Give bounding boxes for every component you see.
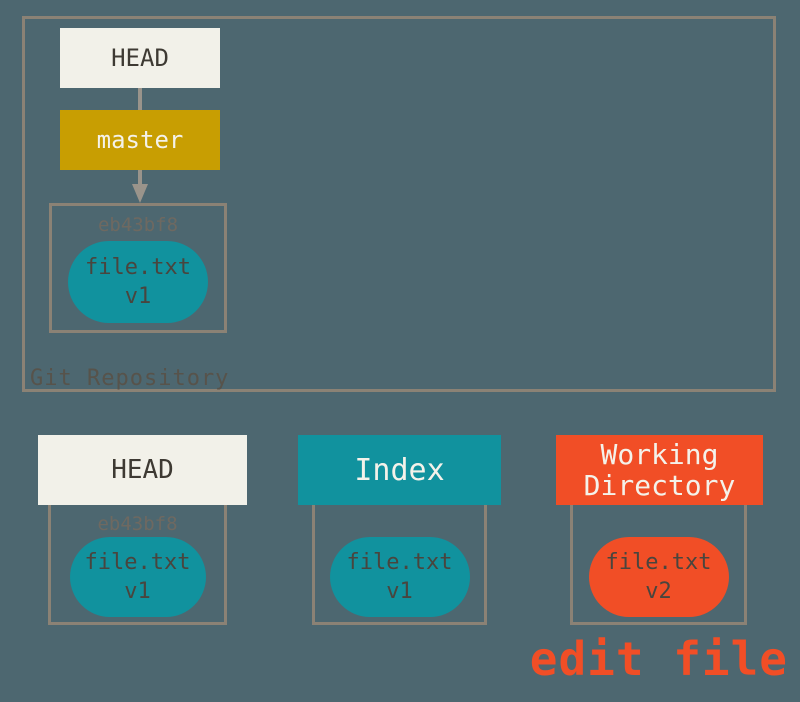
file-blob: file.txt v1 [329,537,470,617]
commit-hash-label: eb43bf8 [97,513,178,535]
file-version: v1 [124,284,152,309]
file-version: v1 [124,579,151,604]
index-snapshot-box: file.txt v1 [312,498,487,625]
master-to-commit-arrow-icon [132,170,148,203]
file-blob: file.txt v1 [69,537,206,617]
file-version: v2 [645,579,672,604]
head-to-master-line [138,88,142,112]
file-blob: file.txt v1 [68,241,208,323]
section-header-index: Index [298,435,501,505]
edit-file-annotation: edit file [529,632,788,686]
file-name: file.txt [605,550,712,575]
head-ref-box: HEAD [60,28,220,88]
file-version: v1 [386,579,413,604]
section-header-head: HEAD [38,435,247,505]
head-snapshot-box: eb43bf8 file.txt v1 [48,498,227,625]
git-repository-box [22,16,776,392]
working-directory-snapshot-box: file.txt v2 [570,498,747,625]
commit-box: eb43bf8 file.txt v1 [49,203,227,333]
section-header-working-directory: Working Directory [556,435,763,505]
file-name: file.txt [346,550,453,575]
file-name: file.txt [85,255,191,280]
commit-hash-label: eb43bf8 [97,214,179,236]
master-branch-box: master [60,110,220,170]
file-blob: file.txt v2 [588,537,729,617]
git-repository-label: Git Repository [30,366,230,391]
file-name: file.txt [84,550,191,575]
